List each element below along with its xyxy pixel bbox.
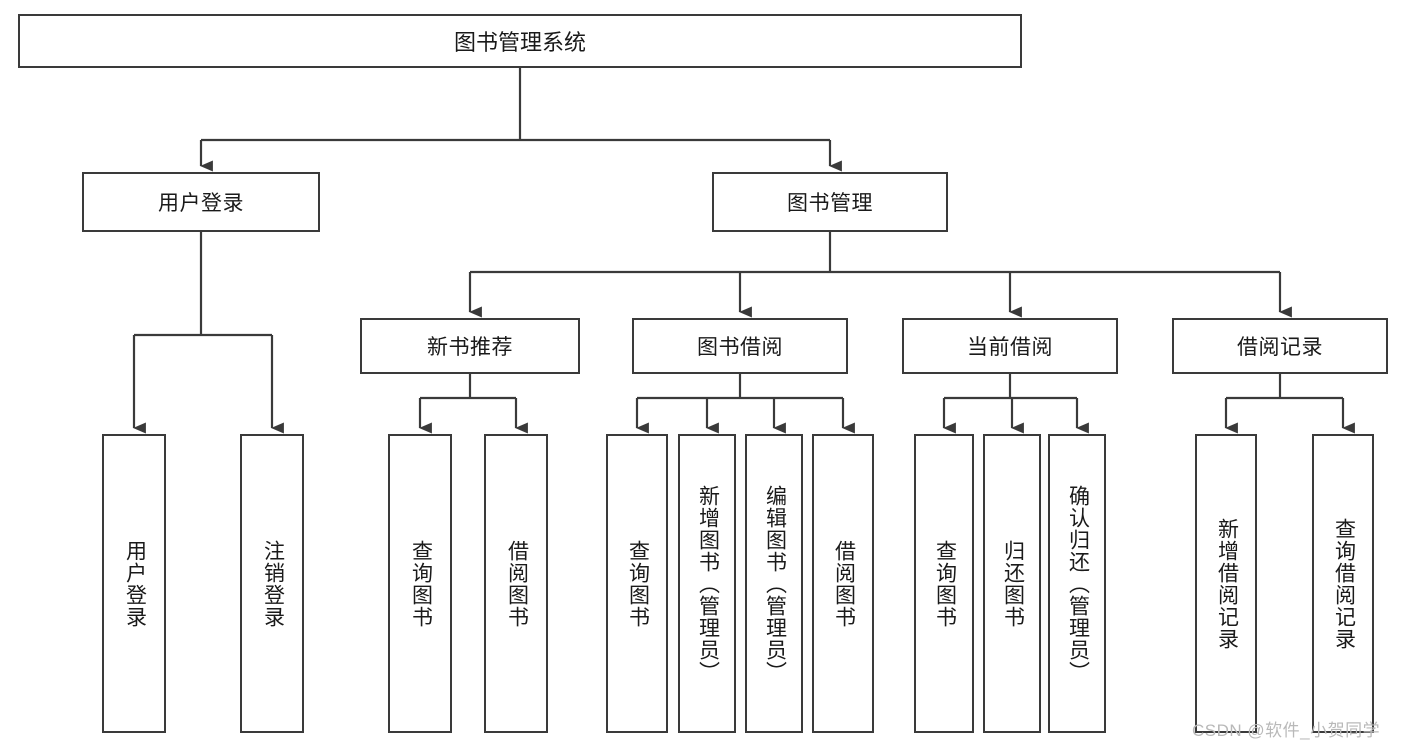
leaf-label: 新增借阅记录	[1215, 517, 1239, 650]
node-root[interactable]: 图书管理系统	[18, 14, 1022, 68]
node-book-management[interactable]: 图书管理	[712, 172, 948, 232]
leaf-query-book-recommend[interactable]: 查询图书	[388, 434, 452, 733]
node-new-book-recommend[interactable]: 新书推荐	[360, 318, 580, 374]
node-borrow-record-label: 借阅记录	[1237, 336, 1323, 359]
node-root-label: 图书管理系统	[453, 30, 586, 55]
leaf-label: 归还图书	[1001, 539, 1025, 628]
leaf-label: 注销登录	[261, 539, 285, 628]
leaf-label: 借阅图书	[832, 539, 856, 628]
leaf-label: 借阅图书	[505, 539, 529, 628]
watermark: CSDN @软件_小贺同学	[1192, 721, 1381, 740]
leaf-query-book-current[interactable]: 查询图书	[914, 434, 974, 733]
leaf-label: 确认归还（管理员）	[1066, 484, 1090, 683]
node-book-borrow-label: 图书借阅	[697, 336, 783, 359]
node-current-borrow-label: 当前借阅	[967, 336, 1053, 359]
leaf-label: 查询图书	[626, 539, 650, 628]
leaf-label: 查询图书	[409, 539, 433, 628]
leaf-logout[interactable]: 注销登录	[240, 434, 304, 733]
node-user-login[interactable]: 用户登录	[82, 172, 320, 232]
leaf-add-book-admin[interactable]: 新增图书（管理员）	[678, 434, 736, 733]
leaf-label: 用户登录	[123, 539, 147, 628]
node-current-borrow[interactable]: 当前借阅	[902, 318, 1118, 374]
leaf-borrow-book-recommend[interactable]: 借阅图书	[484, 434, 548, 733]
leaf-edit-book-admin[interactable]: 编辑图书（管理员）	[745, 434, 803, 733]
leaf-label: 查询借阅记录	[1332, 517, 1356, 650]
node-new-book-recommend-label: 新书推荐	[427, 336, 513, 359]
leaf-label: 查询图书	[933, 539, 957, 628]
leaf-confirm-return-admin[interactable]: 确认归还（管理员）	[1048, 434, 1106, 733]
leaf-borrow-book[interactable]: 借阅图书	[812, 434, 874, 733]
leaf-label: 编辑图书（管理员）	[763, 484, 787, 683]
node-user-login-label: 用户登录	[158, 192, 244, 215]
node-book-management-label: 图书管理	[787, 192, 873, 215]
leaf-query-borrow-record[interactable]: 查询借阅记录	[1312, 434, 1374, 733]
leaf-query-book-borrow[interactable]: 查询图书	[606, 434, 668, 733]
leaf-return-book[interactable]: 归还图书	[983, 434, 1041, 733]
leaf-label: 新增图书（管理员）	[696, 484, 720, 683]
node-borrow-record[interactable]: 借阅记录	[1172, 318, 1388, 374]
leaf-user-login[interactable]: 用户登录	[102, 434, 166, 733]
leaf-add-borrow-record[interactable]: 新增借阅记录	[1195, 434, 1257, 733]
node-book-borrow[interactable]: 图书借阅	[632, 318, 848, 374]
